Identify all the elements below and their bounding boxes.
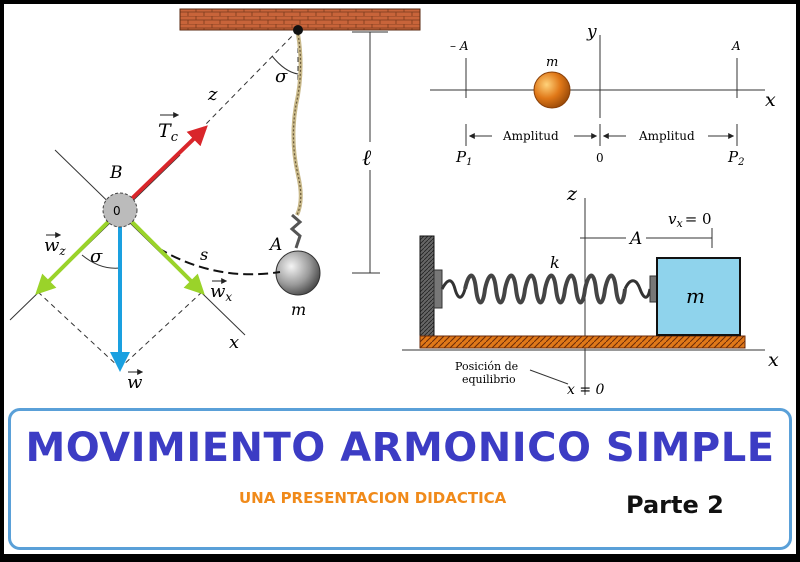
- spring-coil: [463, 273, 627, 305]
- a-label-bg: [626, 228, 646, 248]
- weight-z-label: wz: [44, 235, 66, 258]
- spring-hook-left: [440, 279, 467, 299]
- spring-mass-diagram: z x k m A vx= 0 Posición de equilibrio x…: [402, 183, 779, 398]
- weight-z-arrow: [35, 208, 122, 295]
- arc-path: [157, 247, 281, 276]
- parallelogram-right: [119, 291, 203, 369]
- z-axis-label: z: [207, 84, 218, 105]
- parallelogram-left: [37, 291, 121, 369]
- neg-a-label: – A: [450, 39, 469, 53]
- bob-mass-label: m: [291, 300, 306, 319]
- chain-hook: [289, 213, 303, 249]
- p2-label: P2: [727, 148, 744, 168]
- amplitude-diagram: – A A y x m Amplitud Amplitud P1 0 P2: [430, 22, 776, 168]
- pivot-b-circle: [102, 192, 138, 228]
- top-angle-label: σ: [275, 66, 288, 87]
- spring-constant-label: k: [550, 253, 560, 272]
- spring-hook-right: [623, 279, 652, 299]
- tension-label: Tc: [158, 120, 179, 145]
- top-angle-arc: [271, 55, 299, 75]
- floor: [419, 335, 746, 349]
- oscillating-mass: [533, 71, 571, 109]
- zero-label: 0: [596, 151, 604, 165]
- x-axis-label: x: [768, 349, 779, 371]
- bottom-angle-label: σ: [90, 246, 103, 267]
- amp-right-label: Amplitud: [638, 129, 695, 143]
- weight-x-arrow: [118, 208, 205, 295]
- pivot-point: [293, 25, 303, 35]
- pos-a-label: A: [731, 39, 741, 53]
- wall: [419, 235, 435, 337]
- part-label: Parte 2: [626, 491, 724, 519]
- equilibrium-label-line1: Posición de: [455, 360, 518, 373]
- bob-point-label: A: [268, 235, 282, 255]
- pendulum-bob: [275, 250, 321, 296]
- weight-label: w: [127, 372, 143, 393]
- pivot-center-label: 0: [113, 204, 121, 218]
- mass-label: m: [546, 55, 558, 70]
- weight-x-label: wx: [210, 281, 232, 304]
- equilibrium-label-line2: equilibrio: [462, 373, 516, 386]
- block-bracket: [649, 275, 658, 303]
- subtitle: UNA PRESENTACION DIDACTICA: [239, 489, 507, 507]
- rope: [291, 33, 303, 216]
- wall-bracket: [433, 269, 443, 309]
- pivot-b-label: B: [109, 163, 123, 183]
- arc-label: s: [200, 245, 208, 264]
- title-banner: MOVIMIENTO ARMONICO SIMPLE UNA PRESENTAC…: [8, 408, 792, 550]
- x-axis-label: x: [229, 332, 239, 353]
- main-title: MOVIMIENTO ARMONICO SIMPLE: [25, 425, 775, 471]
- p1-label: P1: [455, 148, 472, 168]
- amp-left-label: Amplitud: [502, 129, 559, 143]
- equilibrium-pointer: [529, 369, 569, 385]
- tension-arrow: [118, 125, 208, 212]
- mass-block: [656, 257, 741, 336]
- x-zero-label: x = 0: [567, 382, 605, 398]
- mass-block-label: m: [686, 284, 705, 308]
- length-label-bg: [358, 142, 382, 170]
- a-label: A: [628, 229, 642, 249]
- y-axis-label: y: [586, 22, 597, 42]
- z-axis-line: [204, 29, 299, 126]
- velocity-label: vx= 0: [668, 210, 712, 230]
- bottom-angle-arc: [81, 254, 121, 269]
- z-axis-label: z: [566, 183, 578, 205]
- length-label: ℓ: [362, 146, 372, 171]
- pendulum-diagram: σ z A m ℓ s σ 0 B Tc wz wx: [9, 8, 421, 393]
- x-axis-label: x: [765, 89, 776, 111]
